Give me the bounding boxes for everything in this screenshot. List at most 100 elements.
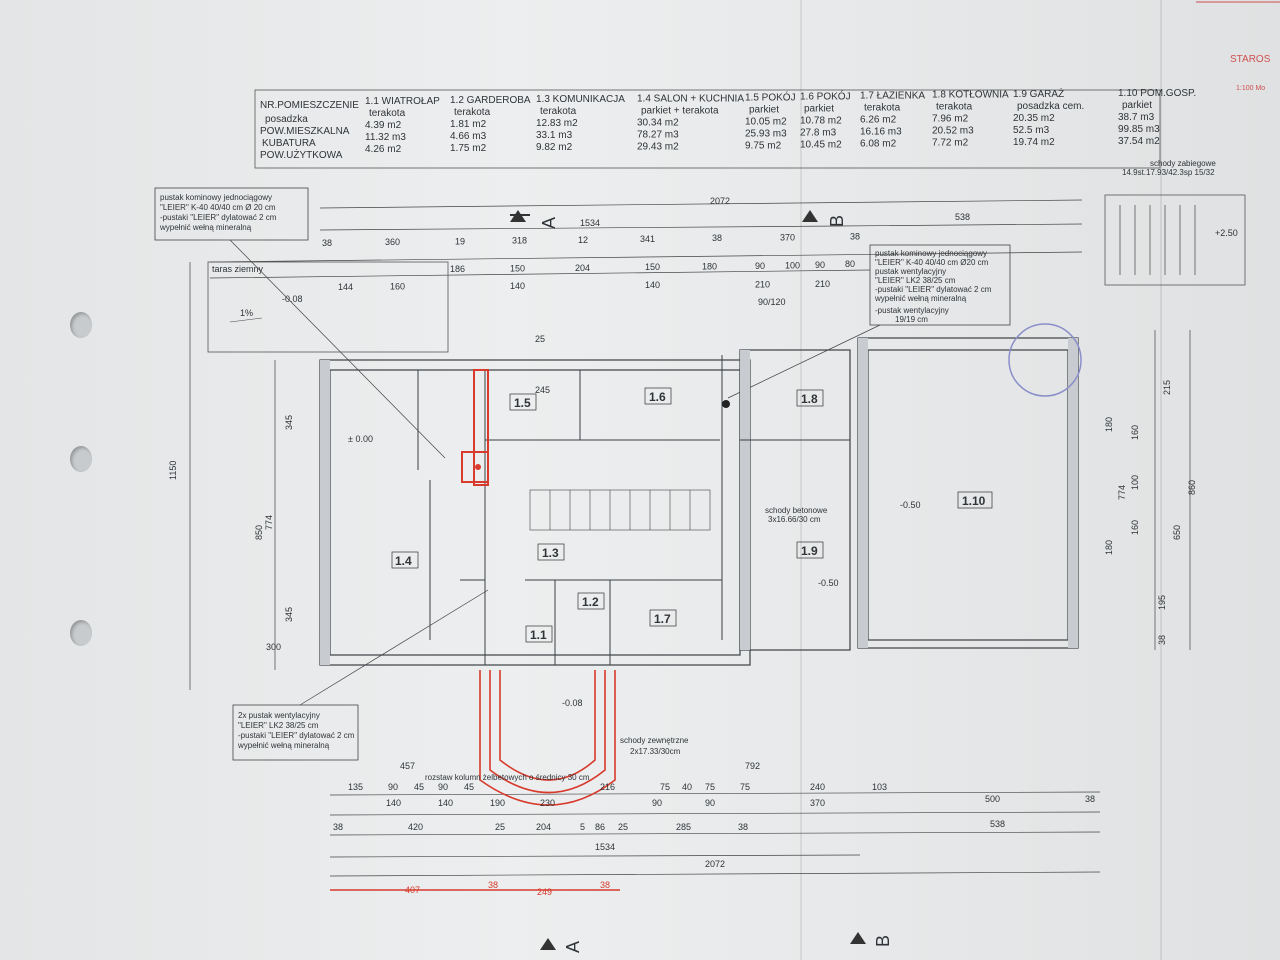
room-area: 12.83 m2	[536, 118, 578, 129]
dim-bottom-mid: 1534	[595, 842, 615, 852]
room-usable: 4.26 m2	[365, 144, 402, 155]
room-name: 1.6 POKÓJ	[800, 90, 851, 103]
room-usable: 19.74 m2	[1013, 137, 1055, 148]
svg-text:1%: 1%	[240, 308, 253, 318]
room-area: 4.39 m2	[365, 120, 402, 131]
room-name: 1.1 WIATROŁAP	[365, 96, 440, 107]
room-1-4: 1.4	[395, 554, 412, 568]
level-label: -0.50	[818, 578, 839, 588]
punch-hole	[70, 312, 92, 338]
room-usable: 6.08 m2	[860, 139, 897, 150]
dim-top-segment: 370	[780, 232, 795, 242]
room-floor: parkiet	[749, 104, 779, 115]
section-marker-a-top: A	[510, 210, 559, 229]
room-volume: 20.52 m3	[932, 126, 974, 137]
columns-note: rozstaw kolumn żelbetowych o średnicy 30…	[425, 773, 590, 782]
dim-top-segment: 360	[385, 237, 400, 247]
room-usable: 10.45 m2	[800, 140, 842, 151]
svg-text:19/19 cm: 19/19 cm	[895, 315, 928, 324]
dim-bottom-segment: 90	[388, 782, 398, 792]
dim-left-total: 1150	[168, 461, 178, 480]
room-area: 20.35 m2	[1013, 113, 1055, 124]
dim-left: 850	[254, 525, 264, 540]
dim-bottom-segment: 45	[414, 782, 424, 792]
dim-right-segment: 774	[1117, 485, 1127, 500]
room-area: 38.7 m3	[1118, 112, 1155, 123]
dim-left: 774	[264, 515, 274, 530]
dim-top-segment: 150	[645, 262, 660, 272]
room-name: 1.10 POM.GOSP.	[1118, 88, 1196, 99]
room-1-10: 1.10	[962, 494, 986, 508]
dim-bottom-segment: 86	[595, 822, 605, 832]
svg-text:"LEIER" LK2 38/25 cm: "LEIER" LK2 38/25 cm	[875, 276, 956, 285]
dim-top-b: 538	[955, 212, 970, 222]
dim-right-segment: 38	[1157, 635, 1167, 645]
wall-hatch	[320, 338, 1078, 665]
room-volume: 78.27 m3	[637, 129, 679, 140]
section-marker-b-bottom: B	[850, 932, 893, 947]
dim-top-segment: 144	[338, 282, 353, 292]
dim-bottom-segment: 75	[705, 782, 715, 792]
dim-right-segment: 215	[1162, 380, 1172, 395]
level-label: ± 0.00	[348, 434, 373, 444]
dim-red: 38	[488, 880, 498, 890]
room-floor: terakota	[369, 108, 406, 119]
dim-red: 38	[600, 880, 610, 890]
room-floor: parkiet + terakota	[641, 105, 719, 116]
section-marker-a-bottom: A	[540, 938, 583, 953]
dim-top-segment: 186	[450, 264, 465, 274]
svg-text:A: A	[539, 217, 559, 229]
dim-top-segment: 80	[845, 259, 855, 269]
dim-left: 345	[284, 415, 294, 430]
room-1-1: 1.1	[530, 628, 547, 642]
room-volume: 33.1 m3	[536, 130, 573, 141]
dim-top-segment: 38	[850, 232, 860, 242]
dimension-lines	[189, 199, 1191, 877]
dim-red: 407	[405, 885, 420, 895]
svg-text:wypełnić wełną mineralną: wypełnić wełną mineralną	[237, 741, 330, 750]
room-volume: 4.66 m3	[450, 131, 487, 142]
dim-bottom-segment: 75	[660, 782, 670, 792]
dim-top-segment: 341	[640, 234, 655, 244]
room-area: 30.34 m2	[637, 117, 679, 128]
note-chimney-right: pustak kominowy jednociągowy "LEIER" K-4…	[727, 244, 1011, 399]
room-area: 7.96 m2	[932, 114, 969, 125]
row-label: posadzka	[265, 114, 308, 125]
level-label: -0.08	[562, 698, 583, 708]
svg-text:pustak wentylacyjny: pustak wentylacyjny	[875, 267, 946, 276]
dim-right-segment: 195	[1157, 595, 1167, 610]
room-floor: terakota	[454, 107, 491, 118]
room-area: 10.05 m2	[745, 116, 787, 127]
dim-top-segment: 150	[510, 263, 525, 273]
stamp-sub: 1:100 Mo	[1236, 85, 1265, 92]
stairs-detail-title: schody zabiegowe	[1150, 159, 1216, 168]
room-name: 1.8 KOTŁOWNIA	[932, 90, 1009, 101]
dim-bottom-segment: 190	[490, 798, 505, 808]
room-usable: 1.75 m2	[450, 143, 487, 154]
svg-text:taras ziemny: taras ziemny	[212, 264, 264, 274]
stairs-detail	[1104, 194, 1246, 286]
dim-bottom-segment: 140	[438, 798, 453, 808]
room-floor: parkiet	[804, 104, 834, 115]
svg-text:A: A	[563, 941, 583, 953]
dim-left: 300	[266, 642, 281, 652]
dim-bottom-segment: 40	[682, 782, 692, 792]
room-volume: 16.16 m3	[860, 127, 902, 138]
dim-top-segment: 38	[712, 233, 722, 243]
chimney-highlight	[461, 369, 730, 486]
dim-bottom-segment: 5	[580, 822, 585, 832]
dim-bottom-segment: 500	[985, 794, 1000, 804]
dim-top-segment: 140	[645, 280, 660, 290]
dim-bottom-segment: 103	[872, 782, 887, 792]
stairs-detail-title: 14.9st.17.93/42.3sp 15/32	[1122, 168, 1215, 177]
dim-bottom-segment: 420	[408, 822, 423, 832]
dim-bottom-segment: 25	[495, 822, 505, 832]
room-area: 10.78 m2	[800, 116, 842, 127]
room-volume: 99.85 m3	[1118, 124, 1160, 135]
room-usable: 37.54 m2	[1118, 136, 1160, 147]
room-volume: 25.93 m3	[745, 128, 787, 139]
room-1-5: 1.5	[514, 396, 531, 410]
svg-text:B: B	[873, 935, 893, 947]
dim-bottom-segment: 457	[400, 761, 415, 771]
